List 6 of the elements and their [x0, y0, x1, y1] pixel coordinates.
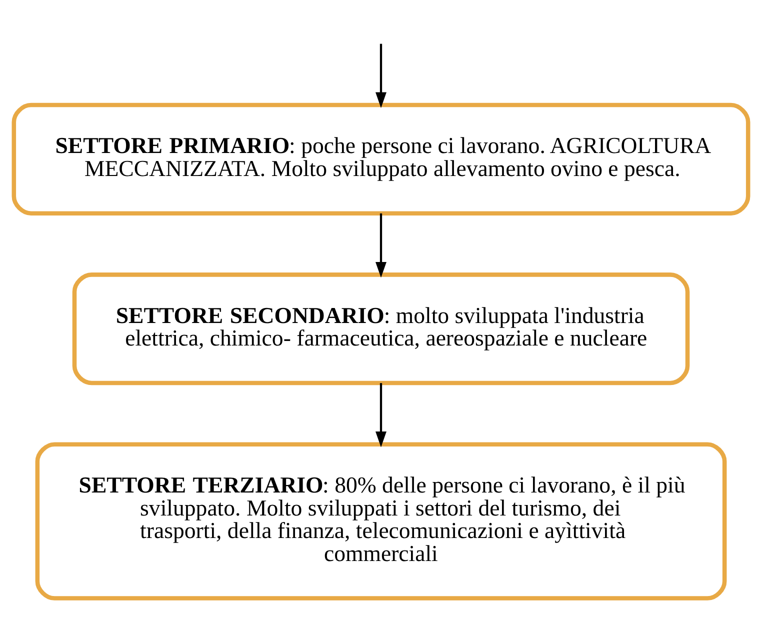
arrow	[376, 213, 386, 278]
arrow	[376, 44, 386, 108]
node-box: SETTORE PRIMARIO: poche persone ci lavorano. AGRICOLTURA MECCANIZZATA. Molto sviluppato allevamento ovino e pesca.	[12, 102, 750, 216]
arrow	[376, 383, 386, 448]
node-box: SETTORE TERZIARIO: 80% delle persone ci lavorano, è il più sviluppato. Molto sviluppati i settori del turismo, dei trasporti, della finanza, telecomunicazioni e ayìttività commerciali	[35, 442, 727, 600]
node-box: SETTORE SECONDARIO: molto sviluppata l'industria elettrica, chimico- farmaceutica, aereospaziale e nucleare	[72, 272, 690, 386]
